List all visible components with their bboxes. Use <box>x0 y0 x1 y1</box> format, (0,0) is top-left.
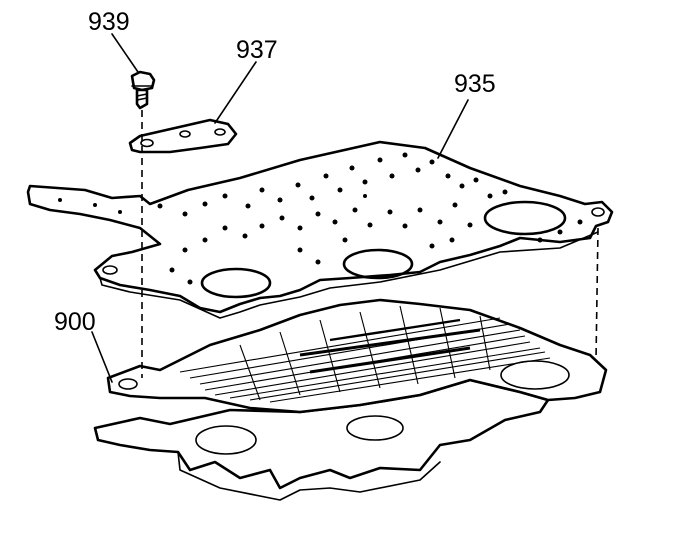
spacer-plate <box>26 140 614 319</box>
retainer-hole-right <box>214 128 226 136</box>
retainer-plate-outline <box>128 118 238 154</box>
valve-body <box>93 298 608 501</box>
leader-lines <box>91 33 469 383</box>
valve-body-bore-left <box>195 425 257 455</box>
valve-body-bore-right <box>500 360 570 390</box>
valve-body-bore-mid <box>346 415 404 441</box>
bolt-head <box>130 70 156 92</box>
callout-937: 937 <box>236 36 278 64</box>
retainer-hole-mid <box>179 130 191 138</box>
spacer-plate-bore-right <box>483 200 567 236</box>
retainer-plate <box>128 118 238 154</box>
valve-body-channels <box>179 305 551 403</box>
leader-935 <box>437 99 469 159</box>
valve-body-top <box>106 298 608 414</box>
spacer-plate-orifices <box>58 152 583 285</box>
leader-937 <box>214 61 257 124</box>
spacer-plate-bore-mid <box>342 248 414 280</box>
callout-939: 939 <box>88 8 130 36</box>
leader-939 <box>111 33 139 73</box>
spacer-plate-bolt-hole-right <box>591 207 605 217</box>
callout-900: 900 <box>54 308 96 336</box>
spacer-plate-outline <box>26 140 614 314</box>
retainer-hole-left <box>140 138 154 148</box>
callout-935: 935 <box>454 70 496 98</box>
spacer-plate-edge <box>99 231 599 319</box>
alignment-lines <box>141 110 599 378</box>
spacer-plate-bore-left <box>200 267 272 299</box>
bolt-thread <box>136 93 148 101</box>
alignment-line-right <box>595 227 599 361</box>
bolt <box>130 70 156 110</box>
valve-body-side <box>177 451 441 501</box>
spacer-plate-bolt-hole-left <box>102 265 118 275</box>
valve-body-bolt-hole <box>118 378 138 390</box>
leader-900 <box>91 331 113 383</box>
